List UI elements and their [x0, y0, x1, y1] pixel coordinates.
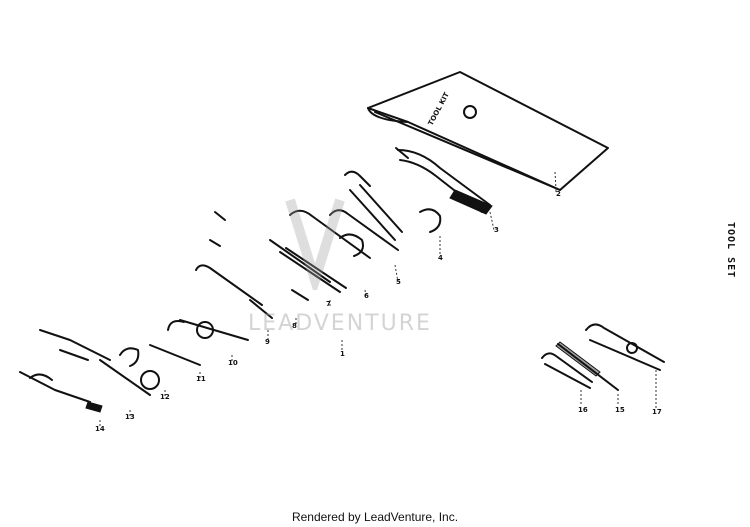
pliers: [395, 147, 493, 215]
screwdriver-and-bars: [195, 211, 347, 319]
callout-16: 16: [578, 406, 588, 414]
leader-lines-left: [99, 171, 557, 428]
callout-5: 5: [396, 278, 401, 286]
page-title: TOOL SET: [725, 222, 736, 279]
callout-2: 2: [556, 190, 561, 198]
callout-9: 9: [265, 338, 270, 346]
open-end-wrenches: [269, 170, 442, 283]
watermark-text: LEADVENTURE: [248, 311, 432, 336]
callouts-left: 2 3 4 5 6 7 8 9 1 10 11 12 13 14: [95, 190, 561, 433]
box-wrenches: [99, 319, 249, 396]
callout-8: 8: [292, 322, 297, 330]
callout-11: 11: [196, 375, 206, 383]
callout-14: 14: [95, 425, 105, 433]
callout-7: 7: [326, 300, 331, 308]
plug-wrench-and-hex-keys: [19, 329, 111, 413]
callout-13: 13: [125, 413, 135, 421]
footer-credit: Rendered by LeadVenture, Inc.: [291, 510, 459, 524]
right-group-tools: 16 15 17: [541, 323, 665, 416]
callout-3: 3: [494, 226, 499, 234]
tool-pouch: TOOL KIT: [367, 71, 609, 192]
callout-12: 12: [160, 393, 170, 401]
callout-10: 10: [228, 359, 238, 367]
pouch-label: TOOL KIT: [427, 91, 451, 127]
callout-1: 1: [340, 350, 345, 358]
watermark-logo-icon: [285, 198, 345, 290]
callout-6: 6: [364, 292, 369, 300]
callout-17: 17: [652, 408, 662, 416]
callout-4: 4: [438, 254, 443, 262]
callout-15: 15: [615, 406, 625, 414]
